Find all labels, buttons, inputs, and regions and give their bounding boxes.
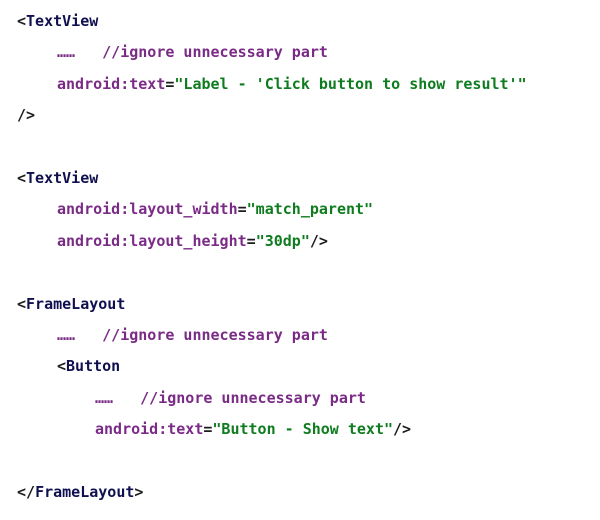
code-line-8: android:layout_height="30dp"/> [17, 229, 592, 260]
self-closing-tag: /> [309, 231, 328, 250]
equals-sign: = [203, 420, 213, 439]
angle-bracket-close: > [134, 482, 144, 501]
code-line-11: …… //ignore unnecessary part [17, 323, 592, 354]
attribute-value: "Button - Show text" [212, 420, 394, 439]
attribute-layout-width: android:layout_width [57, 200, 238, 219]
tag-name-textview: TextView [26, 12, 99, 30]
equals-sign: = [165, 74, 175, 93]
code-line-16: </FrameLayout> [17, 480, 592, 511]
code-line-13: …… //ignore unnecessary part [17, 386, 592, 417]
code-comment: //ignore unnecessary part [140, 388, 366, 407]
tag-name-textview: TextView [26, 168, 99, 187]
tag-name-framelayout: FrameLayout [26, 294, 126, 313]
angle-bracket-open: < [17, 168, 27, 187]
attribute-value: "Label - 'Click button to show result'" [174, 74, 527, 93]
code-line-10: <FrameLayout [17, 292, 592, 323]
self-closing-tag: /> [393, 420, 412, 439]
code-line-1: <TextView [17, 9, 592, 40]
ellipsis: …… [95, 388, 114, 407]
attribute-layout-height: android:layout_height [57, 231, 247, 250]
attribute-value: "30dp" [255, 231, 310, 250]
closing-tag-open: </ [17, 482, 36, 501]
code-line-blank-9 [17, 260, 592, 291]
code-comment: //ignore unnecessary part [102, 325, 328, 344]
tag-name-button: Button [66, 357, 121, 376]
ellipsis: …… [57, 43, 76, 62]
code-line-blank-15 [17, 448, 592, 479]
attribute-value: "match_parent" [246, 200, 374, 219]
ellipsis: …… [57, 325, 76, 344]
angle-bracket-open: < [17, 12, 27, 30]
attribute-android-text: android:text [57, 74, 166, 93]
code-line-2: …… //ignore unnecessary part [17, 40, 592, 71]
angle-bracket-open: < [57, 357, 67, 376]
code-line-6: <TextView [17, 166, 592, 197]
code-comment: //ignore unnecessary part [102, 43, 328, 62]
equals-sign: = [237, 200, 247, 219]
code-line-4: /> [17, 103, 592, 134]
code-block: <TextView …… //ignore unnecessary part a… [17, 9, 592, 511]
self-closing-tag: /> [17, 106, 36, 125]
attribute-android-text: android:text [95, 420, 204, 439]
equals-sign: = [246, 231, 256, 250]
code-line-12: <Button [17, 354, 592, 385]
code-line-3: android:text="Label - 'Click button to s… [17, 72, 592, 103]
code-line-7: android:layout_width="match_parent" [17, 197, 592, 228]
code-line-blank-5 [17, 135, 592, 166]
tag-name-framelayout: FrameLayout [35, 482, 135, 501]
code-line-14: android:text="Button - Show text"/> [17, 417, 592, 448]
angle-bracket-open: < [17, 294, 27, 313]
